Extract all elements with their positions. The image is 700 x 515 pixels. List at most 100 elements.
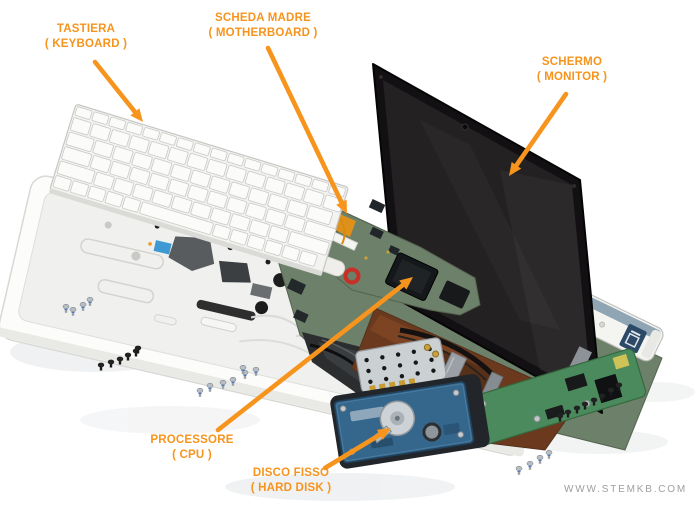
screw-head [564, 409, 572, 415]
wifi-hole [429, 357, 434, 363]
keyboard-key [151, 189, 173, 208]
red-grommet [343, 267, 361, 285]
keyboard-key [225, 196, 248, 215]
keyboard-key [92, 140, 114, 158]
keyboard-key [56, 160, 96, 184]
screw-head [607, 387, 615, 393]
keyboard-key [128, 167, 151, 185]
screw-shaft [617, 385, 621, 391]
screw-head [116, 356, 124, 362]
keyboard-key [229, 213, 251, 232]
screw-head [97, 362, 105, 368]
keyboard-key [225, 164, 247, 183]
screw-head [107, 359, 115, 365]
screw-shaft [134, 351, 138, 357]
gold-contact [388, 381, 396, 388]
arrow-line [215, 282, 406, 433]
keyboard-key [286, 199, 308, 218]
screw-black [134, 345, 142, 354]
callout-hard-disk: DISCO FISSO ( HARD DISK ) [211, 466, 371, 496]
screw-head [536, 454, 544, 461]
keyboard-key [248, 219, 270, 238]
screw-black [124, 352, 132, 361]
keyboard-key [70, 117, 92, 136]
keyboard-key [247, 187, 270, 206]
keyboard-key [89, 123, 111, 142]
screw-head [573, 405, 581, 411]
screw-silver [536, 454, 544, 464]
keyboard-key [170, 163, 192, 182]
screw-collar [221, 384, 225, 386]
keyboard-key [209, 207, 232, 226]
keyboard-key [52, 175, 72, 192]
keyboard-key [109, 161, 131, 179]
screw-shaft [71, 310, 75, 316]
keyboard-key [189, 169, 211, 188]
callout-motherboard: SCHEDA MADRE ( MOTHERBOARD ) [183, 11, 343, 41]
screw-collar [243, 374, 247, 376]
screw-head [526, 460, 534, 467]
arrow-head [399, 277, 413, 290]
keyboard-key [294, 173, 313, 187]
keyboard-key [209, 147, 228, 162]
keyboard-key [132, 183, 154, 202]
keyboard-key [112, 146, 134, 164]
wifi-hole [399, 374, 405, 379]
screw-shaft [575, 408, 579, 414]
screw-shaft [528, 464, 532, 470]
wifi-hole [395, 352, 401, 357]
keyboard-key [108, 129, 131, 148]
screw-shaft [243, 373, 247, 379]
screw-silver [79, 301, 87, 311]
screw-shaft [517, 469, 521, 475]
screw-black [564, 409, 572, 418]
keyboard-key [193, 142, 211, 156]
keyboard-key [87, 185, 107, 203]
keyboard-key [70, 180, 89, 197]
keyboard-key [167, 178, 190, 197]
screw-head [86, 296, 94, 303]
keyboard-key [228, 181, 250, 200]
callout-title: TASTIERA [56, 23, 116, 35]
screw-shaft [88, 300, 92, 306]
keyboard-key [128, 135, 150, 154]
screw-collar [81, 306, 85, 308]
gold-contact [369, 385, 376, 391]
keyboard-key [306, 205, 333, 225]
keyboard-key [298, 250, 318, 267]
keyboard-key [122, 196, 141, 213]
wifi-hole [431, 368, 436, 373]
wifi-hole [415, 371, 420, 376]
keyboard-key [186, 153, 208, 171]
arrow-line [514, 91, 569, 168]
keyboard-key [267, 193, 289, 212]
screw-silver [545, 449, 553, 459]
keyboard-key [284, 214, 306, 233]
arrow-head [509, 162, 522, 176]
screw-head [556, 413, 564, 419]
wifi-hole [380, 355, 385, 360]
screw-head [239, 364, 247, 371]
keyboard-key [170, 195, 193, 214]
arrow-line [322, 432, 383, 471]
keyboard-key [131, 151, 153, 170]
callout-title: DISCO FISSO [252, 467, 330, 479]
screw-black [615, 382, 623, 391]
callout-title: PROCESSORE [150, 434, 234, 446]
screw-shaft [64, 307, 68, 313]
callout-arrows [92, 45, 569, 471]
keyboard-key [264, 176, 286, 195]
screw-shaft [198, 391, 202, 397]
keyboard-key [65, 131, 95, 152]
wifi-hole [411, 349, 417, 354]
wifi-hole [383, 376, 389, 382]
screw-silver [62, 303, 70, 313]
screw-black [607, 387, 615, 396]
webcam [461, 123, 469, 131]
screw-collar [71, 311, 75, 313]
callout-subtitle: ( MONITOR ) [536, 71, 608, 83]
keyboard-part [49, 104, 349, 276]
screw-shaft [136, 348, 140, 354]
gold-contact [398, 379, 406, 386]
